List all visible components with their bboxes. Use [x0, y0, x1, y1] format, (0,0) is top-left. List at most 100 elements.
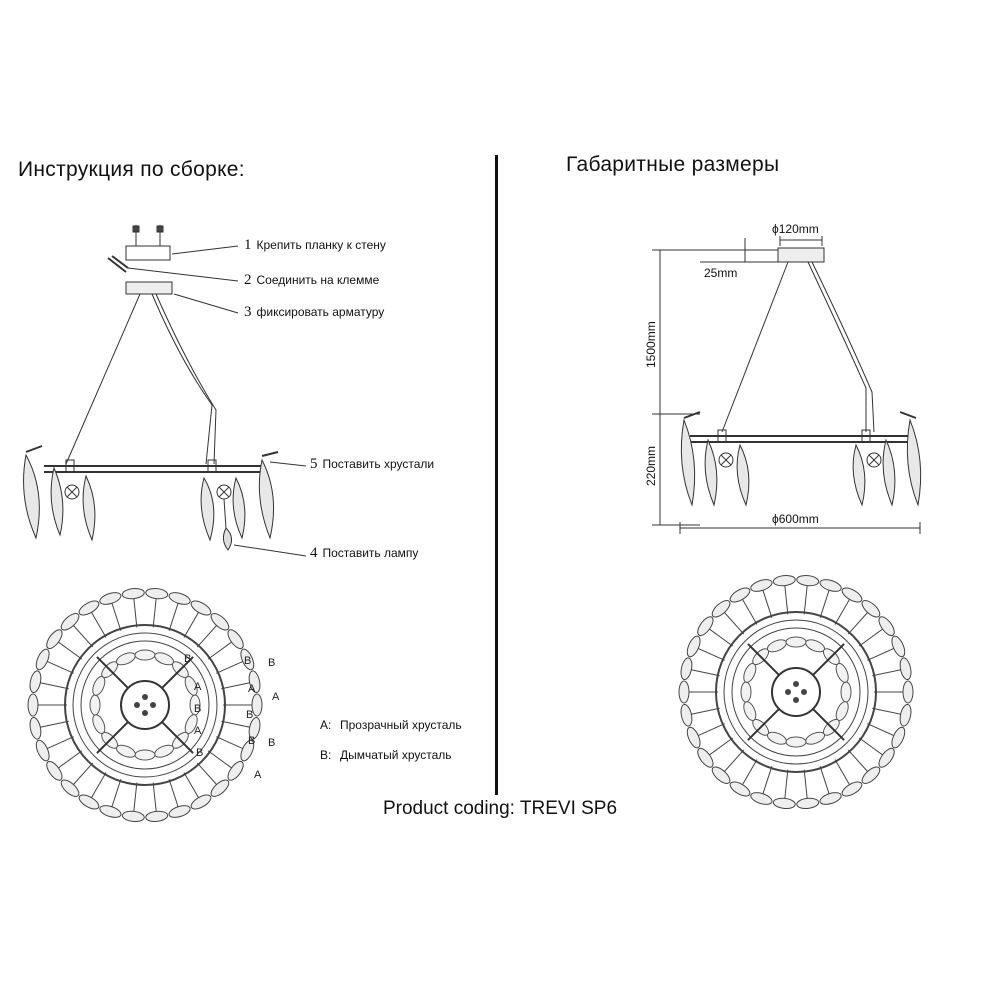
crystal-petal-icon: [697, 747, 714, 768]
crystal-petal-icon: [750, 579, 773, 592]
crystal-petal-icon: [680, 418, 922, 507]
crystal-petal-icon: [841, 781, 863, 797]
crystal-petal-icon: [678, 680, 690, 704]
crystal-petal-icon: [134, 649, 156, 661]
crystal-type-mark: B: [196, 747, 203, 759]
crystal-type-mark: B: [248, 735, 255, 747]
crystal-petal-icon: [796, 575, 820, 587]
screw-icon: [150, 702, 156, 708]
crystal-petal-icon: [210, 779, 230, 797]
section-divider: [495, 155, 498, 795]
dimension-suspension-length: 1500mm: [644, 321, 658, 368]
legend-smoked-crystal: B:Дымчатый хрусталь: [320, 748, 452, 762]
crystal-petal-icon: [145, 588, 169, 600]
crystal-petal-icon: [145, 810, 169, 822]
dimensions-title: Габаритные размеры: [566, 153, 780, 176]
crystal-petal-icon: [35, 648, 50, 671]
dimension-body-height: 220mm: [644, 445, 658, 486]
screw-icon: [801, 689, 807, 695]
crystal-type-mark: A: [194, 681, 202, 693]
crystal-petal-icon: [891, 726, 906, 749]
crystal-petal-icon: [27, 693, 39, 717]
dimension-drawing: [652, 236, 922, 809]
crystal-petal-icon: [46, 629, 63, 650]
crystal-petal-icon: [23, 453, 275, 542]
crystal-type-mark: B: [246, 709, 253, 721]
crystal-petal-icon: [35, 739, 50, 762]
crystal-petal-icon: [841, 587, 863, 603]
crystal-petal-icon: [168, 592, 191, 605]
canopy: [120, 680, 170, 730]
product-coding: Product coding: TREVI SP6: [382, 798, 618, 819]
crystal-petal-icon: [840, 681, 852, 703]
crystal-petal-icon: [60, 613, 80, 631]
crystal-type-mark: A: [194, 725, 202, 737]
crystal-petal-icon: [680, 703, 693, 727]
lamp-bulb-icon: [222, 527, 232, 551]
crystal-petal-icon: [210, 613, 230, 631]
dimension-canopy-height: 25mm: [704, 266, 738, 280]
crystal-type-mark: B: [268, 737, 275, 749]
canopy: [777, 247, 825, 263]
screw-icon: [142, 710, 148, 716]
crystal-petal-icon: [729, 587, 751, 603]
crystal-petal-icon: [861, 600, 881, 618]
crystal-petal-icon: [711, 600, 731, 618]
crystal-petal-icon: [78, 600, 100, 616]
screw-icon: [134, 702, 140, 708]
crystal-type-mark: B: [244, 655, 251, 667]
canopy: [771, 667, 821, 717]
dimension-canopy-diameter: ϕ120mm: [772, 222, 819, 236]
crystal-type-mark: A: [272, 691, 280, 703]
crystal-petal-icon: [248, 670, 261, 694]
crystal-petal-icon: [772, 575, 796, 587]
crystal-petal-icon: [729, 781, 751, 797]
crystal-petal-icon: [134, 749, 156, 761]
crystal-petal-icon: [740, 681, 752, 703]
screw-icon: [785, 689, 791, 695]
crystal-petal-icon: [190, 794, 212, 810]
crystal-petal-icon: [227, 760, 244, 781]
crystal-petal-icon: [899, 657, 912, 681]
crystal-petal-icon: [121, 810, 145, 822]
assembly-instructions-title: Инструкция по сборке:: [18, 158, 245, 181]
crystal-petal-icon: [240, 739, 255, 762]
crystal-petal-icon: [891, 635, 906, 658]
crystal-petal-icon: [878, 747, 895, 768]
crystal-petal-icon: [835, 662, 849, 683]
screw-icon: [793, 697, 799, 703]
crystal-petal-icon: [29, 670, 42, 694]
crystal-type-mark: B: [194, 703, 201, 715]
crystal-petal-icon: [819, 792, 842, 805]
crystal-petal-icon: [878, 616, 895, 637]
crystal-petal-icon: [99, 805, 122, 818]
screw-icon: [142, 694, 148, 700]
crystal-petal-icon: [240, 648, 255, 671]
crystal-petal-icon: [902, 680, 914, 704]
crystal-petal-icon: [78, 794, 100, 810]
crystal-petal-icon: [772, 797, 796, 809]
crystal-type-mark: B: [184, 653, 191, 665]
crystal-petal-icon: [686, 635, 701, 658]
crystal-petal-icon: [60, 779, 80, 797]
canopy: [125, 281, 173, 295]
crystal-petal-icon: [750, 792, 773, 805]
crystal-petal-icon: [680, 657, 693, 681]
screw-icon: [793, 681, 799, 687]
dimension-overall-diameter: ϕ600mm: [772, 512, 819, 526]
crystal-petal-icon: [711, 766, 731, 784]
crystal-petal-icon: [697, 616, 714, 637]
lamp-bulb-icon: [718, 452, 882, 468]
crystal-petal-icon: [184, 675, 198, 696]
crystal-petal-icon: [251, 693, 263, 717]
crystal-petal-icon: [227, 629, 244, 650]
crystal-petal-icon: [46, 760, 63, 781]
crystal-type-mark: A: [254, 769, 262, 781]
crystal-petal-icon: [899, 703, 912, 727]
